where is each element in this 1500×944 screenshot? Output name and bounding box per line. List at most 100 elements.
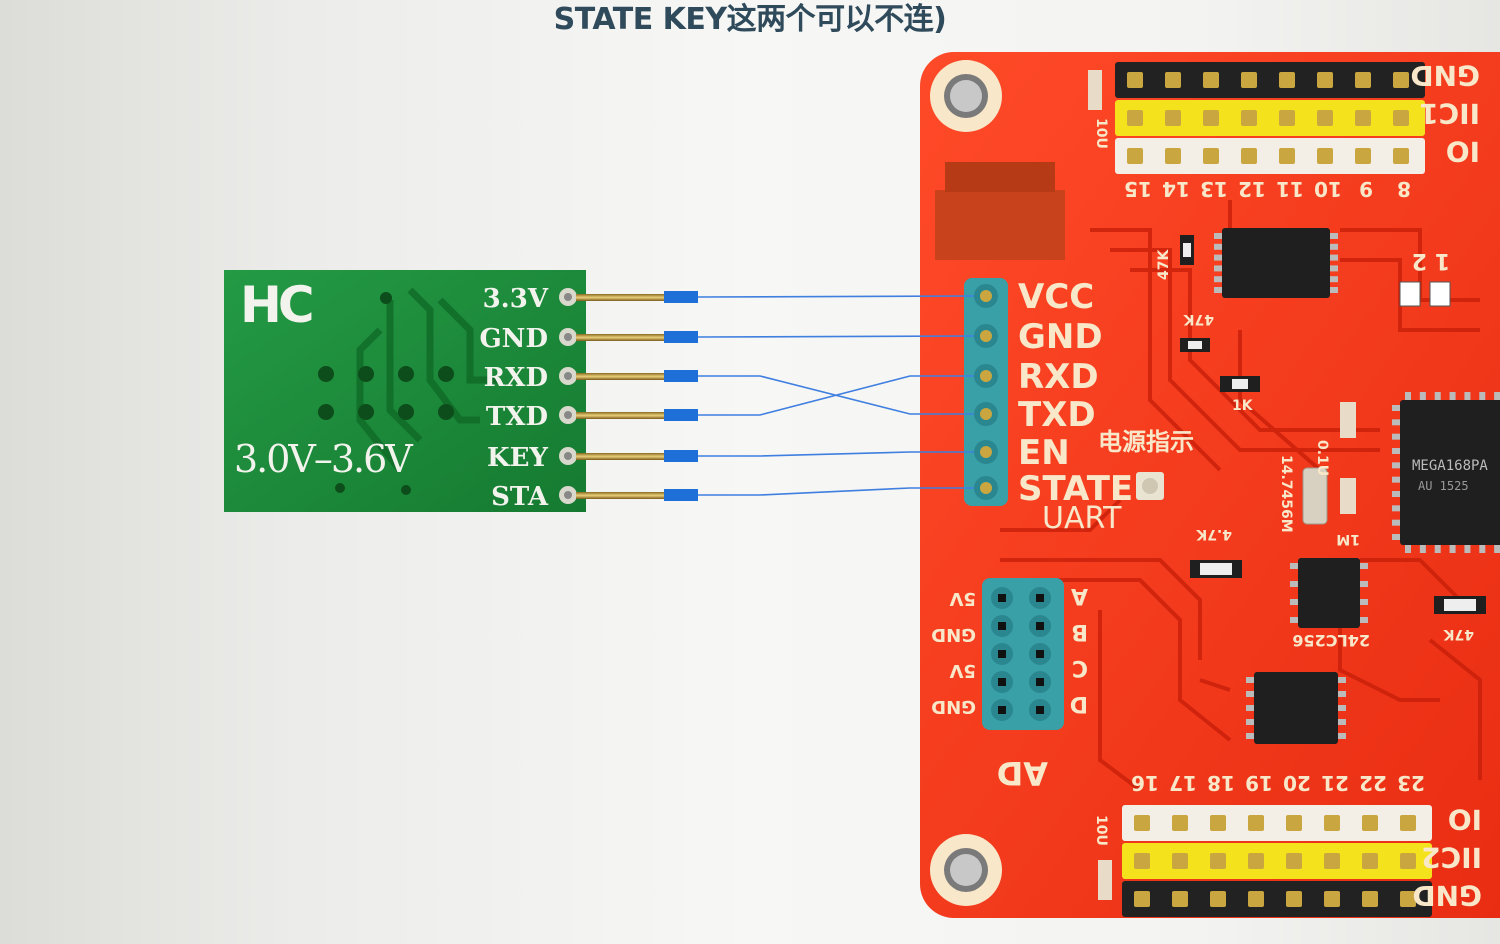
module-pin (576, 294, 666, 301)
pin-connector (664, 450, 698, 462)
uart-pin-label-gnd: GND (1018, 317, 1103, 357)
header-number: 9 (1359, 177, 1373, 201)
bottom-header (1122, 805, 1432, 917)
chip-regulator (1214, 228, 1338, 298)
board-body (920, 52, 1500, 918)
header-number: 13 (1200, 177, 1228, 201)
module-vias (318, 292, 454, 495)
uart-pin-label-rxd: RXD (1018, 357, 1099, 397)
mcu-sub-label: AU 1525 (1418, 479, 1469, 493)
header-number: 15 (1124, 177, 1152, 201)
ad-right-label-d: D (1070, 691, 1088, 716)
header-number: 14 (1162, 177, 1190, 201)
module-pin-label-rxd: RXD (484, 363, 548, 393)
header-number: 17 (1169, 771, 1197, 795)
module-pin (576, 412, 666, 419)
ad-left-label: 5V (949, 660, 976, 681)
top-header (1115, 62, 1425, 174)
module-pin (576, 373, 666, 380)
module-pin-label-gnd: GND (479, 324, 548, 354)
uart-title: UART (1042, 501, 1122, 536)
bluetooth-module: HC 3.0V–3.6V 3.3V GND RXD TXD KEY STA (224, 270, 698, 512)
module-pin (576, 453, 666, 460)
chip-mcu: MEGA168PA AU 1525 (1392, 392, 1500, 553)
ad-right-label-a: A (1071, 583, 1088, 608)
header-number: 8 (1397, 177, 1411, 201)
mcu-label: MEGA168PA (1412, 458, 1488, 474)
ad-title: AD (997, 754, 1048, 792)
chip-eeprom: 24LC256 (1290, 558, 1370, 650)
wire-key-to-en (698, 451, 974, 457)
module-pin-label-key: KEY (487, 443, 548, 473)
chip-driver (1246, 672, 1346, 744)
pin-connector (664, 331, 698, 343)
resistor-label-c2: 1M (1336, 531, 1360, 547)
side-label-io-bottom: IO (1448, 803, 1482, 836)
module-pin-label-33v: 3.3V (483, 284, 549, 314)
module-pin-label-sta: STA (491, 482, 549, 512)
side-label-gnd-top: GND (1410, 59, 1480, 92)
power-indicator-label: 电源指示 (1098, 428, 1194, 456)
module-logo-text: HC (240, 276, 312, 334)
wire-gnd-to-gnd (697, 335, 975, 338)
header-number: 22 (1359, 771, 1387, 795)
header-number: 21 (1321, 771, 1349, 795)
resistor-label-r3: 1K (1232, 398, 1254, 414)
copper-pad (935, 190, 1065, 260)
module-pin-label-txd: TXD (486, 402, 548, 432)
side-label-iic1: IIC1 (1419, 97, 1480, 130)
crystal-label: 14.7456M (1278, 455, 1294, 533)
header-number: 19 (1245, 771, 1273, 795)
pin-connector (664, 291, 698, 303)
connection-wires (697, 295, 975, 496)
wire-33v-to-vcc (697, 295, 975, 298)
side-label-io-top: IO (1446, 135, 1480, 168)
module-body (224, 270, 586, 512)
header-number: 16 (1131, 771, 1159, 795)
mounting-hole-bottom (930, 834, 1002, 906)
uart-header (964, 278, 1008, 506)
wire-txd-to-rxd (698, 375, 974, 416)
side-label-iic2: IIC2 (1421, 841, 1482, 874)
uart-pin-label-state: STATE (1018, 469, 1133, 509)
header-number: 20 (1283, 771, 1311, 795)
eeprom-label: 24LC256 (1292, 631, 1370, 650)
resistor-label-r2: 47K (1183, 311, 1214, 327)
pin-connector (664, 370, 698, 382)
capacitor-label-c4: 10U (1093, 815, 1109, 846)
crystal: 14.7456M (1278, 455, 1328, 533)
header-number: 12 (1238, 177, 1266, 201)
ad-right-label-b: B (1071, 619, 1088, 644)
uart-pin-label-en: EN (1018, 433, 1070, 473)
pin-connector (664, 409, 698, 421)
module-traces (356, 287, 500, 473)
side-label-gnd-bottom: GND (1412, 879, 1482, 912)
header-number: 23 (1397, 771, 1425, 795)
header-number: 11 (1276, 177, 1304, 201)
ad-left-label: GND (931, 624, 976, 645)
pin-connector (664, 489, 698, 501)
ad-header (982, 578, 1064, 730)
resistor-label-r4: 4.7K (1195, 526, 1232, 542)
module-voltage-label: 3.0V–3.6V (234, 437, 413, 481)
power-led (1136, 472, 1164, 500)
header-number: 10 (1314, 177, 1342, 201)
wire-sta-to-state (698, 487, 974, 496)
module-logo: HC (240, 276, 316, 334)
bottom-header-numbers: 16 17 18 19 20 21 22 23 (1131, 771, 1425, 795)
caption: STATE KEY这两个可以不连) (553, 2, 947, 37)
uart-pin-label-vcc: VCC (1018, 277, 1094, 317)
capacitor-label-c1: 0.1U (1314, 440, 1330, 476)
module-pin (576, 334, 666, 341)
ad-left-label: GND (931, 696, 976, 717)
resistor-label-r5: 47K (1443, 626, 1474, 642)
ad-left-label: 5V (949, 588, 976, 609)
module-pin (576, 492, 666, 499)
header-number: 18 (1207, 771, 1235, 795)
uart-pin-label-txd: TXD (1018, 395, 1096, 435)
capacitor-label-c3: 10U (1093, 118, 1109, 149)
smd-components (1088, 70, 1486, 900)
